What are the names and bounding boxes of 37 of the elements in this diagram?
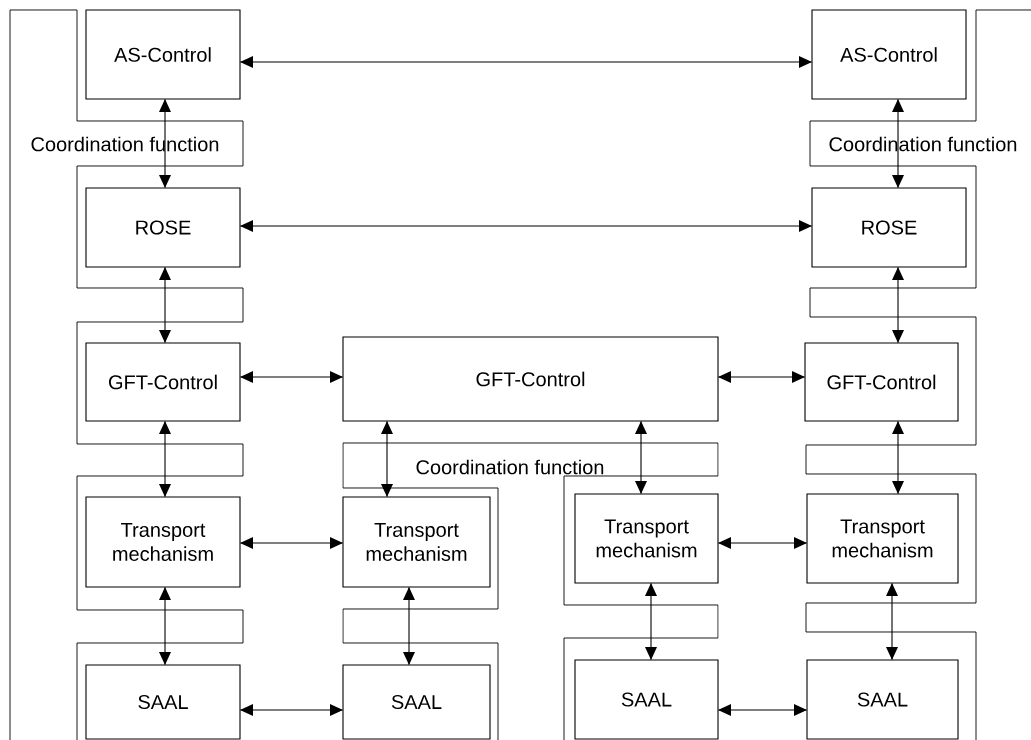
arrow [159, 99, 171, 188]
arrow [645, 583, 657, 660]
arrow [240, 56, 812, 68]
arrow [718, 537, 807, 549]
process-box: SAAL [342, 664, 491, 740]
arrow [718, 371, 805, 383]
arrow [635, 421, 647, 494]
process-box: SAAL [806, 659, 959, 740]
coordination-label: Coordination function [31, 136, 219, 152]
arrow [240, 220, 812, 232]
process-box: Transport mechanism [806, 493, 959, 584]
arrow [381, 421, 393, 497]
process-box: GFT-Control [804, 342, 959, 422]
process-box: ROSE [811, 187, 967, 268]
coordination-label: Coordination function [416, 459, 604, 475]
arrow [892, 99, 904, 188]
arrow [892, 267, 904, 343]
arrow [240, 537, 343, 549]
arrow [240, 704, 343, 716]
arrow [718, 704, 807, 716]
process-box: Transport mechanism [342, 496, 491, 588]
process-box: ROSE [85, 187, 241, 268]
arrow [886, 583, 898, 660]
process-box: Transport mechanism [85, 496, 241, 588]
process-box: GFT-Control [342, 336, 719, 422]
arrow [240, 371, 343, 383]
process-box: AS-Control [85, 9, 241, 100]
process-box: SAAL [85, 664, 241, 740]
process-box: Transport mechanism [574, 493, 719, 584]
arrow [892, 421, 904, 494]
arrow [159, 421, 171, 497]
arrow [159, 587, 171, 665]
process-box: SAAL [574, 659, 719, 740]
arrow [403, 587, 415, 665]
process-box: GFT-Control [85, 342, 241, 422]
arrow [159, 267, 171, 343]
process-box: AS-Control [811, 9, 967, 100]
